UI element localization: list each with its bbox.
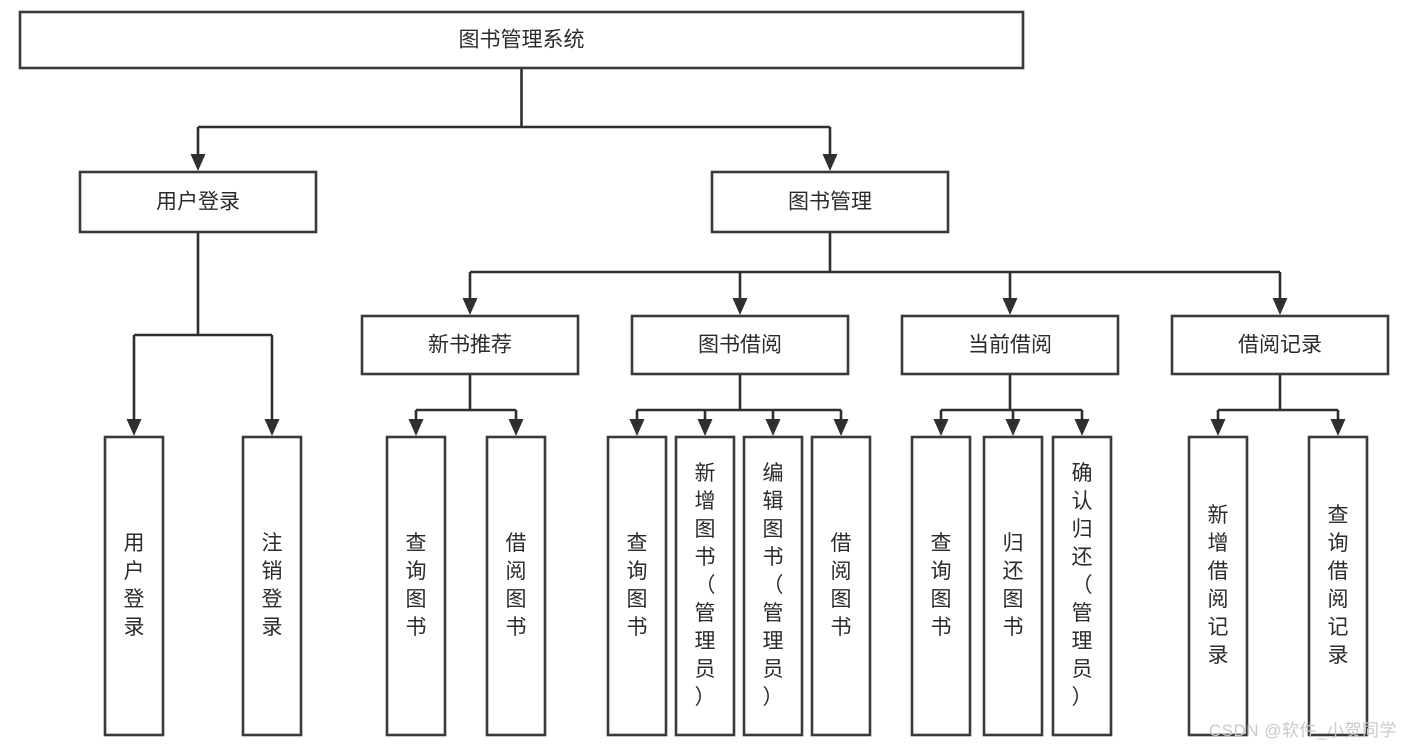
watermark-csdn: CSDN @软件_小贺同学 <box>1208 721 1397 740</box>
node-new-book-rec[interactable]: 新书推荐 <box>360 314 580 376</box>
node-leaf-add-book[interactable]: 新增图书（管理员） <box>674 435 736 737</box>
node-label-leaf-return-book: 归还图书 <box>1003 532 1024 639</box>
node-label-root: 图书管理系统 <box>459 29 585 52</box>
node-label-leaf-add-record: 新增借阅记录 <box>1208 504 1229 667</box>
node-box-user-login[interactable] <box>78 170 318 234</box>
node-book-borrow[interactable]: 图书借阅 <box>630 314 850 376</box>
node-leaf-confirm-return[interactable]: 确认归还（管理员） <box>1051 435 1113 737</box>
node-label-book-borrow: 图书借阅 <box>698 334 782 357</box>
node-leaf-borrow-book-2[interactable]: 借阅图书 <box>810 435 872 737</box>
node-box-leaf-query-record[interactable] <box>1307 435 1369 737</box>
edge-group-root <box>190 68 838 171</box>
node-user-login[interactable]: 用户登录 <box>78 170 318 234</box>
node-box-leaf-logout[interactable] <box>241 435 303 737</box>
node-box-leaf-add-record[interactable] <box>1187 435 1249 737</box>
node-box-leaf-query-book-3[interactable] <box>910 435 972 737</box>
node-label-leaf-query-book-1: 查询图书 <box>406 532 427 639</box>
node-leaf-query-book-2[interactable]: 查询图书 <box>606 435 668 737</box>
node-leaf-return-book[interactable]: 归还图书 <box>982 435 1044 737</box>
node-leaf-edit-book[interactable]: 编辑图书（管理员） <box>742 435 804 737</box>
node-box-leaf-add-book[interactable] <box>674 435 736 737</box>
node-leaf-user-login[interactable]: 用户登录 <box>103 435 165 737</box>
node-label-leaf-logout: 注销登录 <box>262 532 283 639</box>
edge-group-user-login <box>126 232 280 436</box>
node-leaf-query-record[interactable]: 查询借阅记录 <box>1307 435 1369 737</box>
node-label-leaf-user-login: 用户登录 <box>124 532 145 639</box>
node-borrow-record[interactable]: 借阅记录 <box>1170 314 1390 376</box>
node-box-book-borrow[interactable] <box>630 314 850 376</box>
node-box-leaf-return-book[interactable] <box>982 435 1044 737</box>
node-current-borrow[interactable]: 当前借阅 <box>900 314 1120 376</box>
node-box-borrow-record[interactable] <box>1170 314 1390 376</box>
node-label-borrow-record: 借阅记录 <box>1238 334 1322 357</box>
node-root[interactable]: 图书管理系统 <box>18 10 1025 70</box>
node-leaf-logout[interactable]: 注销登录 <box>241 435 303 737</box>
edge-group-new-book-rec <box>408 374 524 436</box>
node-label-book-manage: 图书管理 <box>788 191 872 214</box>
edge-layer <box>126 68 1346 436</box>
node-box-leaf-query-book-2[interactable] <box>606 435 668 737</box>
node-box-leaf-confirm-return[interactable] <box>1051 435 1113 737</box>
edge-group-borrow-record <box>1210 374 1346 436</box>
node-label-new-book-rec: 新书推荐 <box>428 334 512 357</box>
edge-group-book-borrow <box>629 374 849 436</box>
node-leaf-borrow-book-1[interactable]: 借阅图书 <box>485 435 547 737</box>
node-box-leaf-borrow-book-2[interactable] <box>810 435 872 737</box>
node-label-leaf-edit-book: 编辑图书（管理员） <box>763 462 784 709</box>
node-box-new-book-rec[interactable] <box>360 314 580 376</box>
node-label-user-login: 用户登录 <box>156 191 240 214</box>
node-label-leaf-query-book-2: 查询图书 <box>627 532 648 639</box>
node-leaf-add-record[interactable]: 新增借阅记录 <box>1187 435 1249 737</box>
node-box-root[interactable] <box>18 10 1025 70</box>
node-leaf-query-book-1[interactable]: 查询图书 <box>385 435 447 737</box>
node-label-current-borrow: 当前借阅 <box>968 334 1052 357</box>
node-box-leaf-query-book-1[interactable] <box>385 435 447 737</box>
node-box-leaf-borrow-book-1[interactable] <box>485 435 547 737</box>
node-leaf-query-book-3[interactable]: 查询图书 <box>910 435 972 737</box>
node-box-leaf-edit-book[interactable] <box>742 435 804 737</box>
node-label-leaf-borrow-book-1: 借阅图书 <box>506 532 527 639</box>
node-label-leaf-query-record: 查询借阅记录 <box>1328 504 1349 667</box>
node-label-leaf-borrow-book-2: 借阅图书 <box>831 532 852 639</box>
node-layer: 图书管理系统用户登录图书管理新书推荐图书借阅当前借阅借阅记录用户登录注销登录查询… <box>18 10 1390 737</box>
node-box-book-manage[interactable] <box>710 170 950 234</box>
node-box-leaf-user-login[interactable] <box>103 435 165 737</box>
edge-group-book-manage <box>462 232 1288 315</box>
node-label-leaf-query-book-3: 查询图书 <box>931 532 952 639</box>
node-box-current-borrow[interactable] <box>900 314 1120 376</box>
node-label-leaf-add-book: 新增图书（管理员） <box>695 462 716 709</box>
node-label-leaf-confirm-return: 确认归还（管理员） <box>1072 462 1093 709</box>
edge-group-current-borrow <box>933 374 1090 436</box>
node-book-manage[interactable]: 图书管理 <box>710 170 950 234</box>
